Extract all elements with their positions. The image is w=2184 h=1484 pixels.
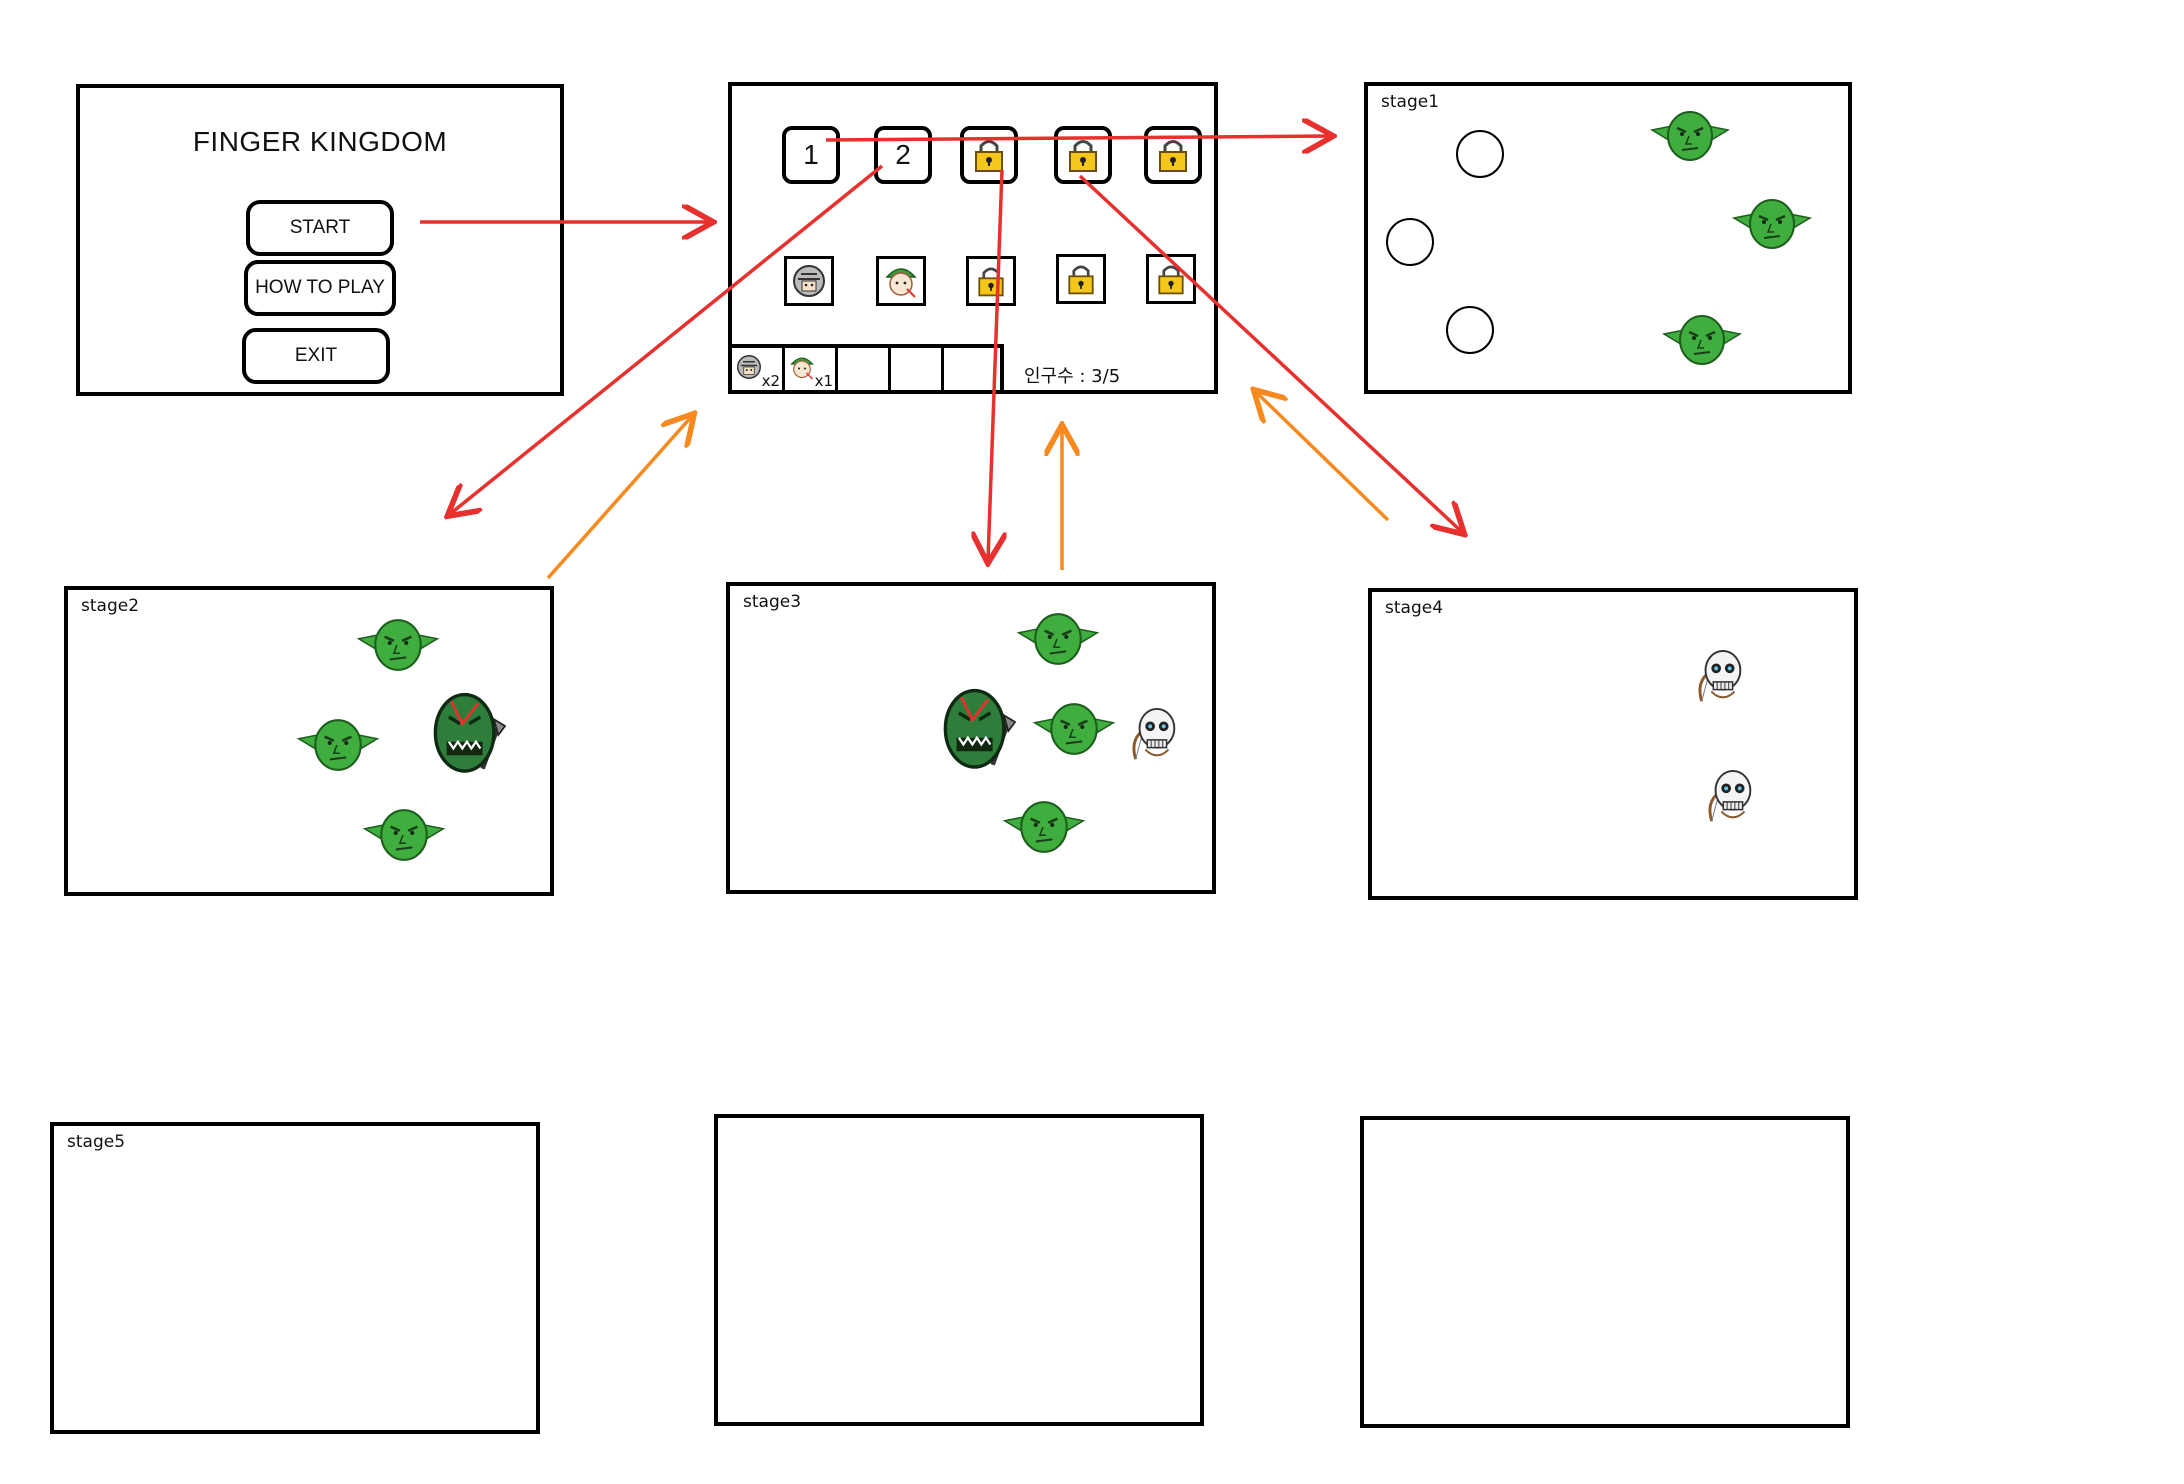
skeleton-archer-icon[interactable] [1692, 646, 1750, 710]
locked-character-slot[interactable] [966, 256, 1016, 306]
knight-icon [734, 352, 764, 382]
archer-icon [787, 352, 817, 382]
goblin-icon[interactable] [360, 804, 448, 866]
goblin-icon[interactable] [294, 714, 382, 776]
inventory-slot[interactable]: x2 [732, 348, 785, 390]
stage5-panel: stage5 [50, 1122, 540, 1434]
inventory-slot[interactable] [944, 348, 997, 390]
goblin-icon[interactable] [1648, 106, 1732, 166]
skeleton-archer-icon[interactable] [1126, 704, 1184, 768]
how-to-play-button[interactable]: HOW TO PLAY [244, 260, 396, 316]
stage3-panel: stage3 [726, 582, 1216, 894]
stage-5-locked-button[interactable] [1144, 126, 1202, 184]
locked-character-slot[interactable] [1146, 254, 1196, 304]
lock-icon [969, 135, 1009, 175]
spawn-circle[interactable] [1386, 218, 1434, 266]
game-title: FINGER KINGDOM [192, 126, 448, 157]
stage-select-panel: 1 2 x2 x1 인구수 : 3/5 [728, 82, 1218, 394]
population-counter: 인구수 : 3/5 [1024, 366, 1121, 387]
lock-icon [1063, 261, 1099, 297]
title-screen-panel: FINGER KINGDOM START HOW TO PLAY EXIT [76, 84, 564, 396]
empty-frame [1360, 1116, 1850, 1428]
orc-icon[interactable] [428, 690, 508, 780]
knight-slot[interactable] [784, 256, 834, 306]
goblin-icon[interactable] [1030, 698, 1118, 760]
skeleton-archer-icon[interactable] [1702, 766, 1760, 830]
archer-icon [881, 261, 921, 301]
stage2-return-arrow [546, 416, 692, 580]
exit-button[interactable]: EXIT [242, 328, 390, 384]
knight-icon [789, 261, 829, 301]
inventory-count: x2 [761, 372, 780, 390]
inventory-count: x1 [814, 372, 833, 390]
goblin-icon[interactable] [354, 614, 442, 676]
stage-3-locked-button[interactable] [960, 126, 1018, 184]
spawn-circle[interactable] [1446, 306, 1494, 354]
party-inventory-bar: x2 x1 [732, 344, 1004, 390]
goblin-icon[interactable] [1660, 310, 1744, 370]
goblin-icon[interactable] [1000, 796, 1088, 858]
stage1-panel: stage1 [1364, 82, 1852, 394]
stage4-return-arrow [1256, 392, 1390, 522]
orc-icon[interactable] [938, 686, 1018, 776]
lock-icon [1153, 261, 1189, 297]
stage-label: stage5 [67, 1132, 126, 1152]
lock-icon [973, 263, 1009, 299]
stage-1-button[interactable]: 1 [782, 126, 840, 184]
lock-icon [1153, 135, 1193, 175]
goblin-icon[interactable] [1730, 194, 1814, 254]
inventory-slot[interactable] [838, 348, 891, 390]
stage-label: stage1 [1381, 92, 1440, 112]
stage-label: stage3 [743, 592, 802, 612]
spawn-circle[interactable] [1456, 130, 1504, 178]
lock-icon [1063, 135, 1103, 175]
stage-label: stage4 [1385, 598, 1444, 618]
start-button[interactable]: START [246, 200, 394, 256]
stage4-panel: stage4 [1368, 588, 1858, 900]
stage-label: stage2 [81, 596, 140, 616]
inventory-slot[interactable]: x1 [785, 348, 838, 390]
stage-4-locked-button[interactable] [1054, 126, 1112, 184]
empty-frame [714, 1114, 1204, 1426]
stage2-panel: stage2 [64, 586, 554, 896]
stage-2-button[interactable]: 2 [874, 126, 932, 184]
goblin-icon[interactable] [1014, 608, 1102, 670]
archer-slot[interactable] [876, 256, 926, 306]
locked-character-slot[interactable] [1056, 254, 1106, 304]
inventory-slot[interactable] [891, 348, 944, 390]
